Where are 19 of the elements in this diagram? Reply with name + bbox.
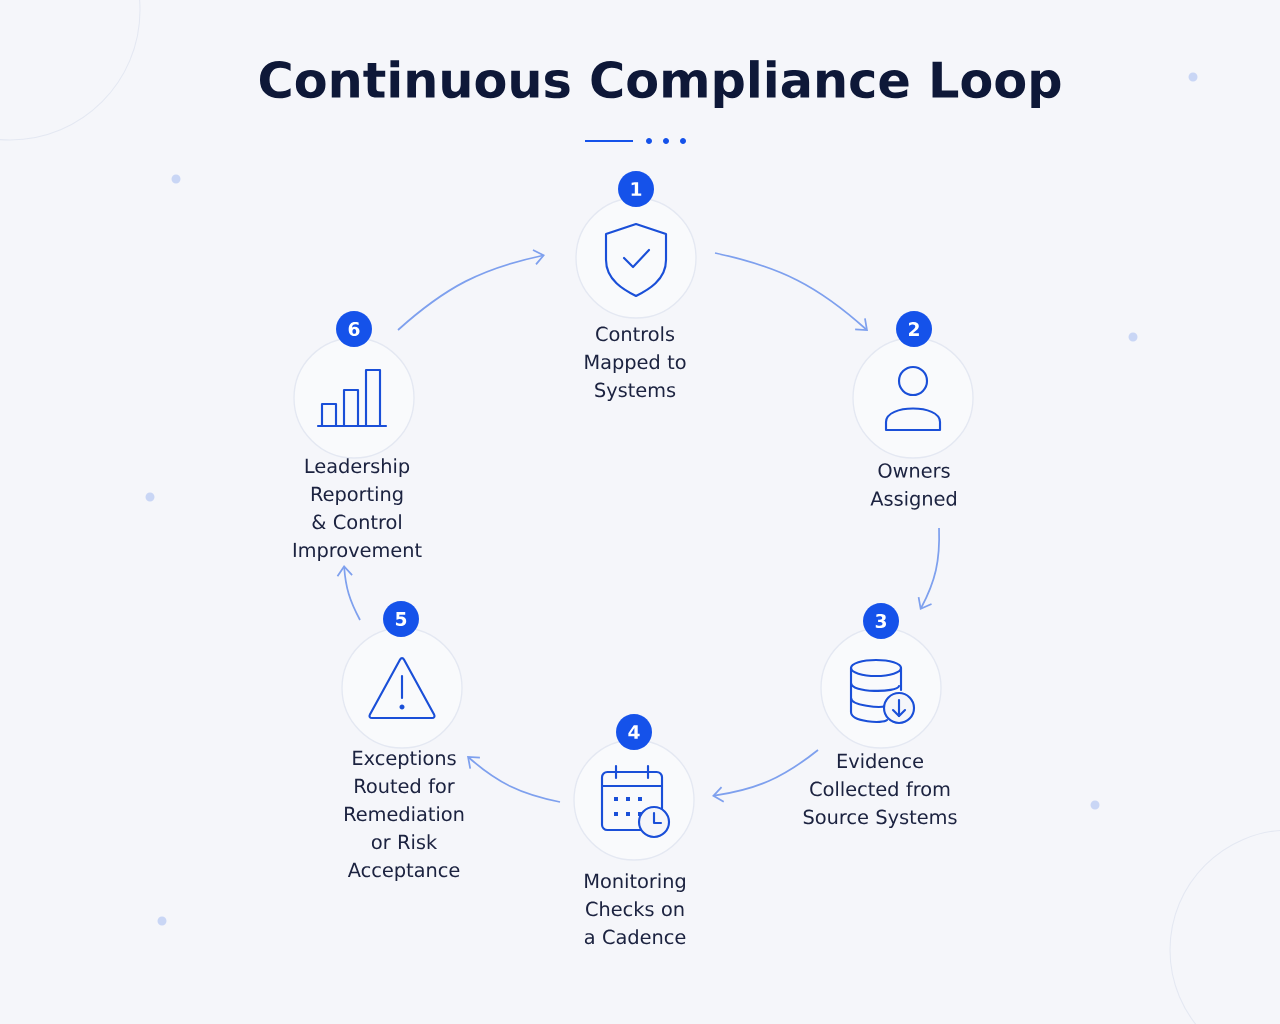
title: Continuous Compliance Loop (259, 60, 1061, 108)
number-badge: 3 (863, 603, 899, 639)
step-label: Monitoring Checks on a Cadence (584, 873, 686, 945)
arrow (714, 252, 868, 331)
arrow (917, 527, 941, 610)
step-label: Exceptions Routed for Remediation or Risk Acceptance (345, 750, 464, 881)
arrow (467, 756, 561, 803)
step-label: Evidence Collected from Source Systems (803, 753, 957, 828)
step-label: Controls Mapped to Systems (585, 326, 686, 401)
number-badge: 5 (383, 601, 419, 637)
arrow (336, 565, 361, 621)
step-label: Owners Assigned (870, 463, 956, 510)
number-badge: 6 (336, 311, 372, 347)
arrow (712, 749, 819, 803)
arrow (397, 249, 545, 331)
number-badge: 2 (896, 311, 932, 347)
number-badge: 1 (618, 171, 654, 207)
number-badge: 4 (616, 714, 652, 750)
step-label: Leadership Reporting & Control Improvement (293, 458, 422, 561)
